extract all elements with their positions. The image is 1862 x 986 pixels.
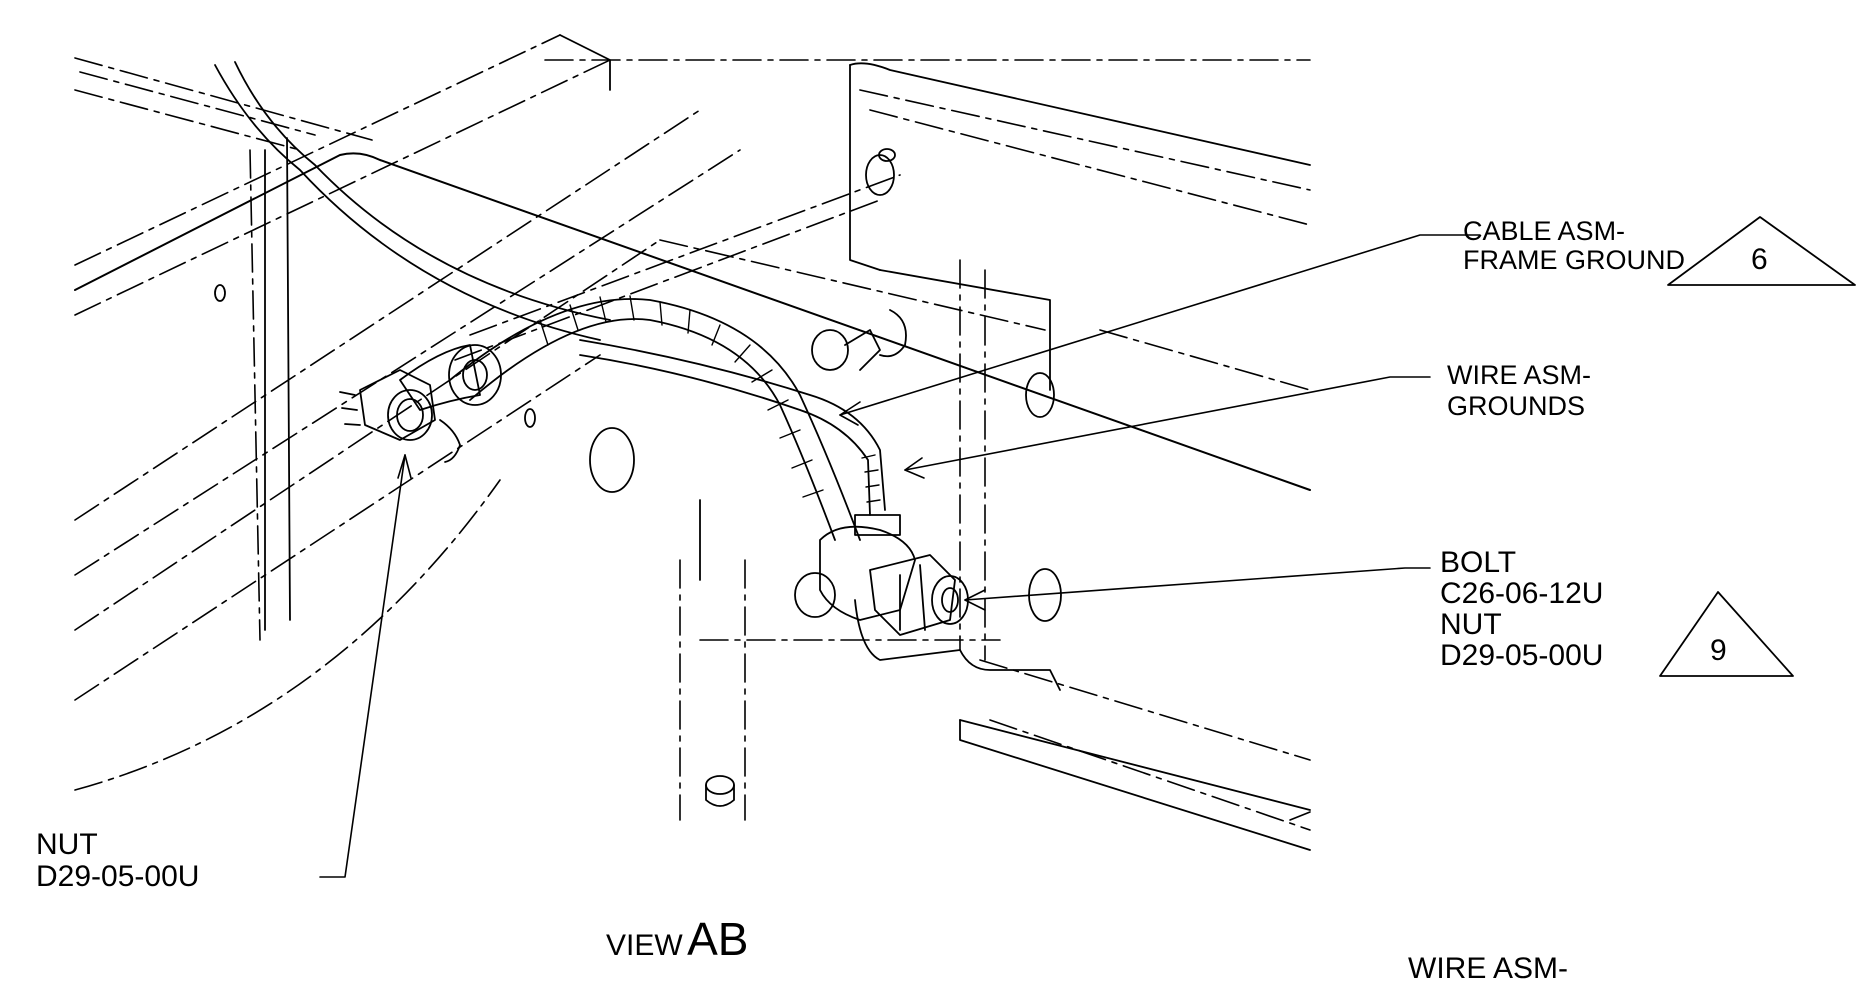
callout-bolt-line4: D29-05-00U <box>1440 639 1604 672</box>
leader-lines <box>319 234 1481 878</box>
callout-nut-line1: NUT <box>36 828 98 861</box>
callout-bolt-line1: BOLT <box>1440 546 1517 579</box>
cable-asm-frame-ground <box>214 61 861 541</box>
callout-cable-asm: CABLE ASM- FRAME GROUND <box>1463 218 1685 274</box>
flag-number-6: 6 <box>1751 243 1768 276</box>
flag-triangle-9 <box>1659 591 1794 677</box>
wire-asm-grounds <box>579 339 901 536</box>
callout-bolt-nut: BOLT C26-06-12U NUT D29-05-00U <box>1440 548 1603 671</box>
frame-long-diagonal <box>74 152 1311 491</box>
bolt-nut-cluster <box>794 309 969 636</box>
callout-wire-line1: WIRE ASM- <box>1447 360 1592 390</box>
mounting-holes <box>214 148 1062 807</box>
view-title-prefix: VIEW <box>606 929 683 962</box>
callout-wire-asm: WIRE ASM- GROUNDS <box>1447 362 1591 420</box>
flag-triangle-6 <box>1667 216 1856 286</box>
nut-left-assembly <box>339 369 461 463</box>
flag-triangles <box>1659 216 1856 677</box>
view-title-letters: AB <box>687 913 749 965</box>
callout-nut-line2: D29-05-00U <box>36 860 200 893</box>
view-title: VIEW AB <box>606 912 749 966</box>
frame-phantom-lines <box>74 34 1311 831</box>
frame-lower-right-edge <box>1289 811 1311 821</box>
callout-cable-line1: CABLE ASM- <box>1463 216 1626 246</box>
cut-off-callout: WIRE ASM- <box>1408 952 1569 985</box>
callout-cable-line2: FRAME GROUND <box>1463 245 1685 275</box>
frame-solid-edges <box>264 34 1311 851</box>
flag-number-9: 9 <box>1710 634 1727 667</box>
callout-wire-line2: GROUNDS <box>1447 391 1586 421</box>
callout-bolt-line3: NUT <box>1440 608 1502 641</box>
callout-bolt-line2: C26-06-12U <box>1440 577 1604 610</box>
callout-nut-left: NUT D29-05-00U <box>36 830 199 892</box>
